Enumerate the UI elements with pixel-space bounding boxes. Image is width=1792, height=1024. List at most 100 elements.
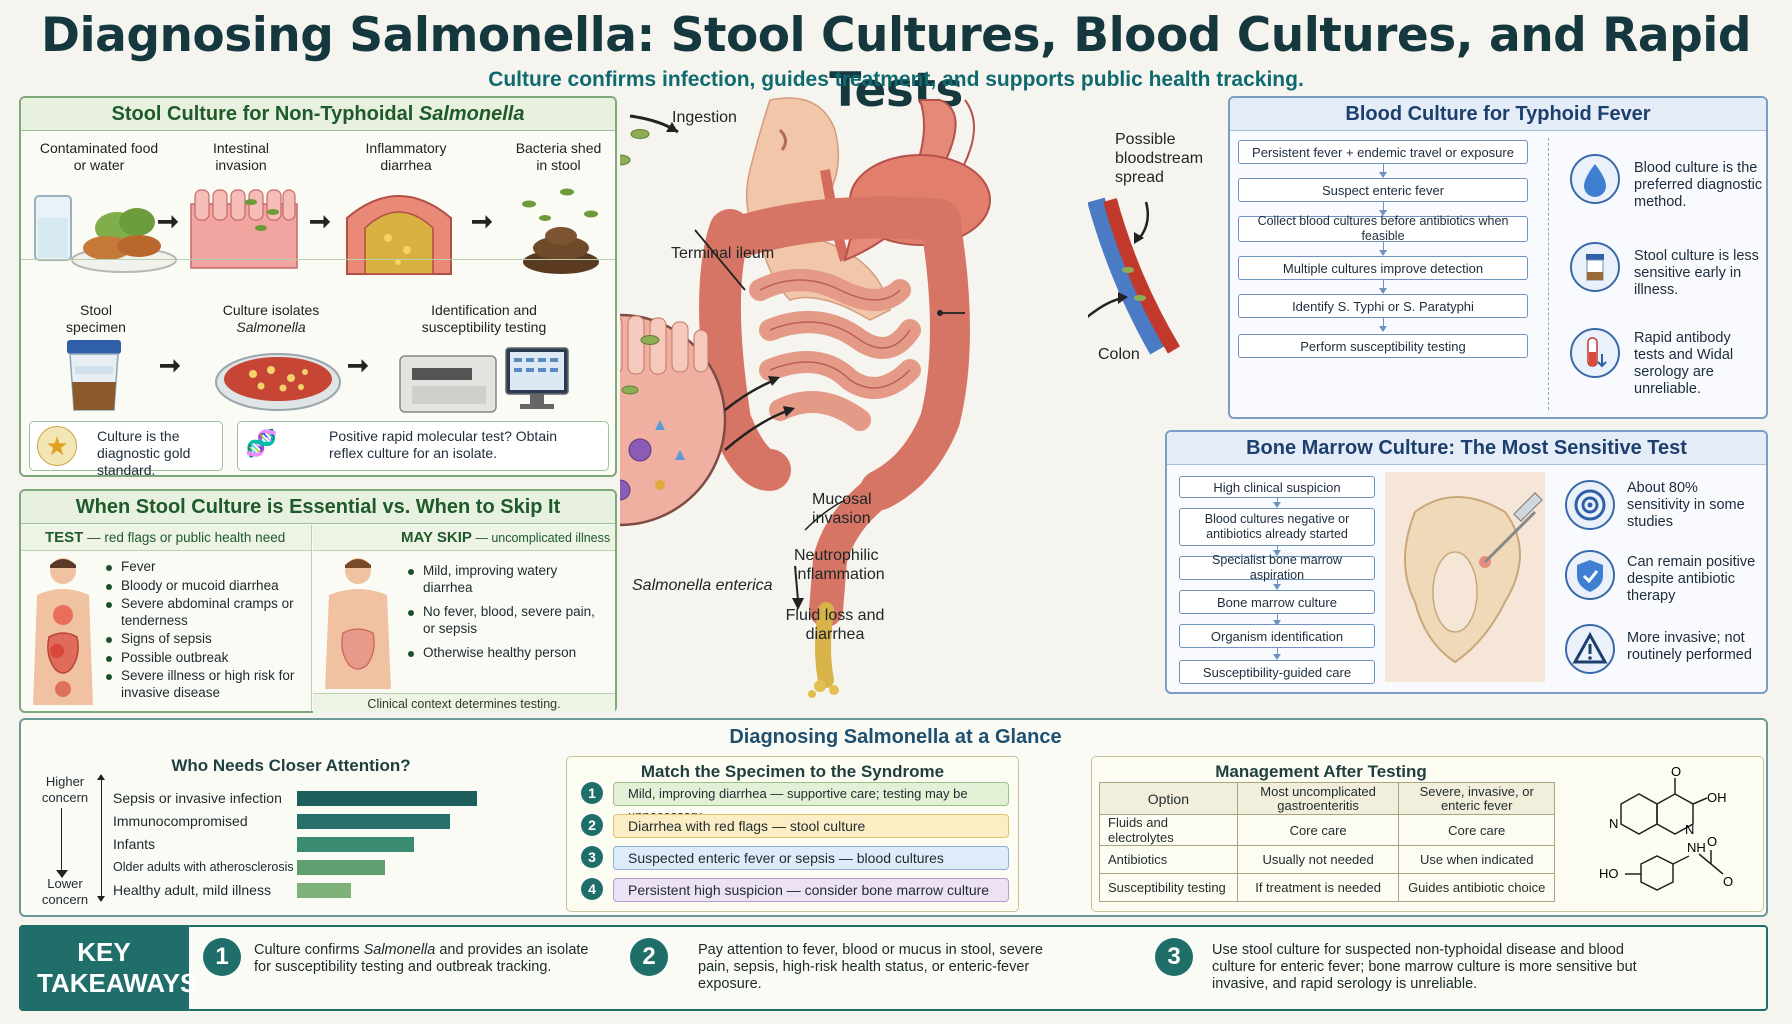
- marrow-panel-title: Bone Marrow Culture: The Most Sensitive …: [1167, 432, 1766, 465]
- attention-row-label: Healthy adult, mild illness: [113, 882, 271, 898]
- blood-step-arrow: [1379, 242, 1387, 256]
- skip-column-head: MAY SKIP — uncomplicated illness: [313, 525, 615, 551]
- flow-arrow-2: ➞: [309, 206, 331, 236]
- test-item: Fever: [103, 559, 303, 576]
- shield-check-icon: [1565, 550, 1615, 600]
- flow-arrow-4: ➞: [159, 350, 181, 380]
- when-stool-panel: When Stool Culture is Essential vs. When…: [19, 489, 617, 713]
- mg-cell: Fluids and electrolytes: [1099, 814, 1238, 846]
- pelvis-needle-illustration: [1385, 472, 1545, 682]
- match-number-4: 4: [581, 878, 603, 900]
- marrow-step-6: Susceptibility-guided care: [1179, 660, 1375, 684]
- bone-marrow-panel: Bone Marrow Culture: The Most Sensitive …: [1165, 430, 1768, 694]
- page-subtitle: Culture confirms infection, guides treat…: [488, 68, 1304, 91]
- blood-step-arrow: [1379, 318, 1387, 332]
- attention-bar: [297, 791, 477, 806]
- takeaway-number-3: 3: [1155, 938, 1193, 976]
- takeaways-label: KEY TAKEAWAYS: [19, 925, 197, 1011]
- label-terminal-ileum: Terminal ileum: [671, 245, 775, 262]
- when-panel-divider: [311, 525, 312, 711]
- concern-arrow: [61, 808, 62, 872]
- attention-row-label: Infants: [113, 836, 156, 852]
- step-diarrhea-label: Inflammatory diarrhea: [365, 140, 447, 173]
- takeaway-1: Culture confirms Salmonella and provides…: [254, 942, 589, 975]
- food-water-icon: [34, 195, 177, 273]
- marrow-step-4: Bone marrow culture: [1179, 590, 1375, 614]
- marrow-note-2: Can remain positive despite antibiotic t…: [1627, 554, 1756, 604]
- glance-title: Diagnosing Salmonella at a Glance: [729, 726, 1062, 748]
- test-item: Bloody or mucoid diarrhea: [103, 578, 303, 595]
- attention-bar: [297, 860, 385, 875]
- blood-drop-icon: [1570, 154, 1620, 204]
- stool-panel-title: Stool Culture for Non-Typhoidal Salmonel…: [21, 98, 615, 131]
- label-ingestion: Ingestion: [672, 109, 737, 126]
- identification-label: Identification and susceptibility testin…: [421, 302, 547, 335]
- takeaway-3: Use stool culture for suspected non-typh…: [1212, 942, 1637, 992]
- marrow-step-arrow: [1273, 498, 1281, 508]
- marrow-step-arrow: [1273, 614, 1281, 626]
- dna-icon: 🧬: [245, 428, 278, 458]
- marrow-step-3: Specialist bone marrow aspiration: [1179, 553, 1375, 582]
- stool-bacteria-icon: [522, 188, 599, 274]
- intestinal-invasion-icon: [190, 189, 298, 269]
- warning-icon: [1565, 624, 1615, 674]
- test-item: Signs of sepsis: [103, 631, 303, 648]
- takeaway-2: Pay attention to fever, blood or mucus i…: [698, 942, 1043, 992]
- marrow-note-1: About 80% sensitivity in some studies: [1627, 480, 1745, 530]
- skip-item: Otherwise healthy person: [405, 645, 605, 662]
- healthy-person-icon: [325, 558, 391, 689]
- chem-atom: N: [1609, 816, 1618, 831]
- blood-culture-panel: Blood Culture for Typhoid Fever Persiste…: [1228, 96, 1768, 419]
- culture-plate-icon: [215, 353, 341, 411]
- blood-note-3: Rapid antibody tests and Widal serology …: [1634, 330, 1734, 397]
- reflex-culture-text: Positive rapid molecular test? Obtain re…: [329, 428, 557, 461]
- mg-cell: Guides antibiotic choice: [1398, 873, 1555, 902]
- blood-panel-title: Blood Culture for Typhoid Fever: [1230, 98, 1766, 131]
- chem-atom: O: [1723, 874, 1733, 889]
- test-column-head: TEST — red flags or public health need: [21, 525, 311, 551]
- attention-scale-line: [101, 778, 102, 900]
- star-icon: ★: [37, 426, 77, 466]
- takeaway-number-1: 1: [203, 938, 241, 976]
- stool-culture-panel: Stool Culture for Non-Typhoidal Salmonel…: [19, 96, 617, 478]
- label-mucosal: Mucosal invasion: [812, 491, 872, 527]
- skip-criteria-list: Mild, improving watery diarrhea No fever…: [405, 563, 605, 664]
- chemical-structure-icon: O OH N N HO NH O O: [1599, 764, 1733, 891]
- blood-step-6: Perform susceptibility testing: [1238, 334, 1528, 358]
- management-title: Management After Testing: [1215, 762, 1427, 781]
- blood-step-2: Suspect enteric fever: [1238, 178, 1528, 202]
- marrow-step-1: High clinical suspicion: [1179, 476, 1375, 498]
- match-item-4: Persistent high suspicion — consider bon…: [613, 878, 1009, 902]
- glance-panel: Diagnosing Salmonella at a Glance Who Ne…: [19, 718, 1768, 917]
- management-table: Option Most uncomplicated gastroenteriti…: [1099, 782, 1555, 902]
- mg-cell: Core care: [1236, 814, 1400, 846]
- chem-atom: NH: [1687, 840, 1706, 855]
- higher-concern-label: Higher concern: [41, 774, 89, 805]
- chem-atom: OH: [1707, 790, 1727, 805]
- mg-header-severe: Severe, invasive, or enteric fever: [1398, 782, 1555, 815]
- blood-step-arrow: [1379, 280, 1387, 294]
- skip-item: No fever, blood, severe pain, or sepsis: [405, 604, 605, 637]
- concern-arrow-head: [56, 870, 68, 878]
- mg-header-option: Option: [1099, 782, 1238, 815]
- ill-person-icon: [33, 558, 93, 705]
- digestive-anatomy-illustration: [620, 97, 991, 698]
- mg-cell: Usually not needed: [1236, 845, 1400, 874]
- blood-step-5: Identify S. Typhi or S. Paratyphi: [1238, 294, 1528, 318]
- match-item-2: Diarrhea with red flags — stool culture: [613, 814, 1009, 838]
- analyzer-machine-icon: [399, 347, 569, 413]
- attention-row-label: Older adults with atherosclerosis: [113, 860, 294, 874]
- label-neutrophilic: Neutrophilic inflammation: [794, 547, 885, 583]
- test-item: Severe abdominal cramps or tenderness: [103, 596, 303, 629]
- step-invasion-label: Intestinal invasion: [212, 140, 270, 173]
- takeaway-number-2: 2: [630, 938, 668, 976]
- stool-panel-divider: [21, 259, 615, 260]
- blood-note-1: Blood culture is the preferred diagnosti…: [1634, 160, 1763, 210]
- blood-step-arrow: [1379, 202, 1387, 216]
- mg-cell: Antibiotics: [1099, 845, 1238, 874]
- match-item-1: Mild, improving diarrhea — supportive ca…: [613, 782, 1009, 823]
- reflex-culture-box: [237, 421, 609, 471]
- attention-bar: [297, 837, 414, 852]
- lower-concern-label: Lower concern: [41, 876, 89, 907]
